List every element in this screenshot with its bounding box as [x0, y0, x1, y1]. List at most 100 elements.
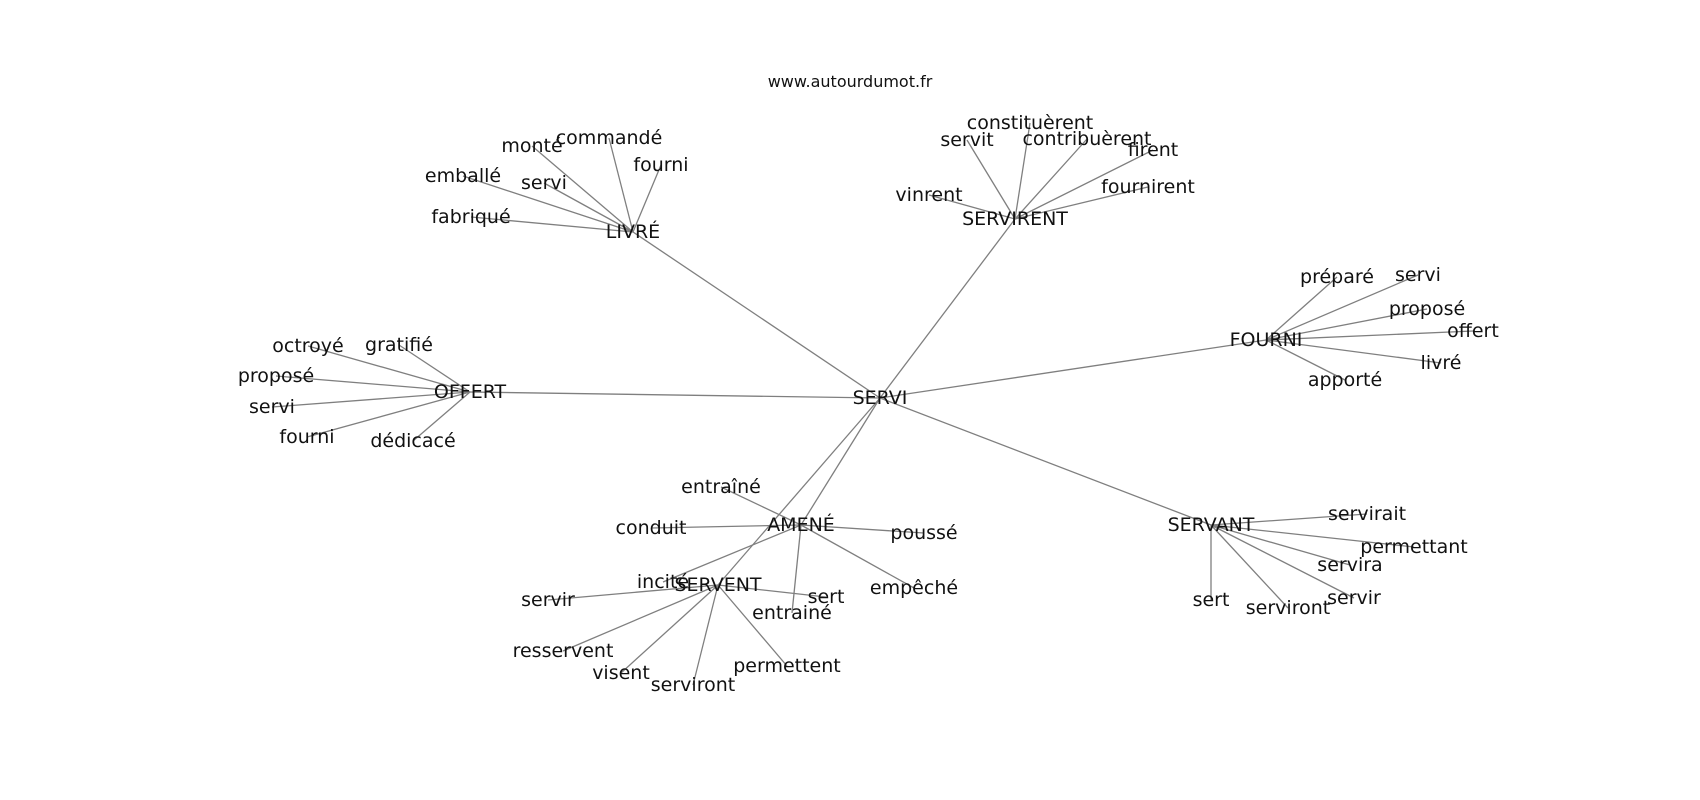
graph-edge [531, 145, 634, 233]
leaf-node-label: servir [1327, 587, 1381, 609]
graph-edge [620, 584, 719, 674]
graph-edge [800, 524, 925, 534]
leaf-node-label: permettent [733, 655, 841, 677]
graph-edge [720, 486, 802, 526]
leaf-node-label: servira [1317, 554, 1382, 576]
source-watermark: www.autourdumot.fr [767, 72, 933, 91]
leaf-node-label: commandé [556, 127, 663, 149]
root-node-label: SERVI [853, 387, 908, 409]
leaf-node-label: offert [1447, 320, 1499, 342]
graph-edge [879, 397, 1212, 526]
graph-edge [462, 175, 634, 233]
graph-edge [800, 397, 881, 526]
graph-edge [1014, 138, 1088, 220]
leaf-node-label: serviront [1246, 597, 1330, 619]
hub-node-label: AMENÉ [767, 513, 835, 536]
graph-edge [469, 391, 881, 399]
graph-edge [879, 339, 1267, 399]
graph-edge [717, 584, 827, 598]
hub-node-label: OFFERT [434, 381, 507, 403]
graph-edge [1210, 513, 1368, 526]
graph-edge [692, 584, 719, 686]
leaf-node-label: poussé [890, 522, 957, 544]
graph-edge [1265, 330, 1474, 341]
graph-edge [398, 344, 471, 393]
graph-edge [547, 584, 719, 601]
graph-edge [1014, 149, 1154, 220]
leaf-node-label: proposé [1389, 298, 1465, 320]
leaf-node-label: entrainé [752, 602, 832, 624]
graph-edge [1014, 122, 1031, 220]
leaf-node-label: fournirent [1101, 176, 1195, 198]
graph-edge [632, 164, 662, 233]
leaf-node-label: incité [637, 571, 689, 593]
leaf-node-label: visent [592, 662, 650, 684]
graph-edge [470, 216, 634, 233]
graph-edge [562, 584, 719, 652]
graph-edge [791, 524, 802, 614]
hub-node-label: SERVENT [674, 574, 761, 596]
leaf-node-label: emballé [425, 165, 501, 187]
graph-edge [1265, 308, 1428, 341]
leaf-node-label: préparé [1300, 266, 1374, 288]
graph-edge [1014, 186, 1149, 220]
graph-edge [632, 231, 881, 399]
leaf-node-label: sert [808, 586, 845, 608]
graph-edge [1265, 274, 1419, 341]
graph-edge [662, 524, 802, 583]
hub-node-label: LIVRÉ [606, 220, 660, 243]
leaf-node-label: livré [1421, 352, 1462, 374]
leaf-node-label: apporté [1308, 369, 1382, 391]
leaf-node-label: servit [940, 129, 993, 151]
leaf-node-label: firent [1128, 139, 1179, 161]
graph-edge [1265, 276, 1338, 341]
graph-edges [271, 122, 1474, 686]
leaf-node-label: gratifié [365, 334, 433, 356]
leaf-node-label: conduit [616, 517, 687, 539]
graph-edge [650, 524, 802, 529]
leaf-node-label: entraîné [681, 476, 761, 498]
leaf-node-label: sert [1193, 589, 1230, 611]
graph-edge [1210, 524, 1351, 566]
leaf-node-label: dédicacé [370, 430, 455, 452]
leaf-node-label: fabriqué [431, 206, 510, 228]
leaf-node-label: servir [521, 589, 575, 611]
hub-node-label: SERVANT [1168, 514, 1255, 536]
leaf-node-label: proposé [238, 365, 314, 387]
graph-edge [306, 391, 471, 438]
leaf-node-label: contribuèrent [1022, 128, 1151, 150]
leaf-node-label: constituèrent [967, 112, 1094, 134]
hub-node-label: FOURNI [1230, 329, 1303, 351]
graph-edge [1210, 524, 1355, 599]
graph-edge [271, 391, 471, 408]
graph-edge [879, 218, 1016, 399]
graph-edge [928, 194, 1016, 220]
leaf-node-label: fourni [279, 426, 334, 448]
graph-edge [966, 139, 1016, 220]
leaf-node-label: octroyé [272, 335, 343, 357]
graph-edge [717, 584, 788, 667]
leaf-node-label: fourni [633, 154, 688, 176]
graph-edge [1210, 524, 1415, 548]
leaf-node-label: permettant [1360, 536, 1467, 558]
graph-edge [307, 345, 471, 393]
leaf-node-label: empêché [870, 577, 958, 599]
leaf-node-label: resservent [513, 640, 614, 662]
graph-edge [275, 375, 471, 393]
graph-edge [543, 182, 634, 233]
leaf-node-label: serviront [651, 674, 735, 696]
graph-edge [1265, 339, 1346, 381]
hub-node-label: SERVIRENT [962, 208, 1068, 230]
graph-edge [800, 524, 915, 589]
leaf-node-label: monté [501, 135, 562, 157]
leaf-node-label: servi [521, 172, 567, 194]
graph-edge [608, 137, 634, 233]
leaf-node-label: vinrent [895, 184, 962, 206]
leaf-node-label: servi [1395, 264, 1441, 286]
graph-edge [1210, 524, 1289, 609]
graph-edge [412, 391, 471, 442]
graph-edge [717, 397, 881, 586]
graph-edge [1265, 339, 1442, 364]
